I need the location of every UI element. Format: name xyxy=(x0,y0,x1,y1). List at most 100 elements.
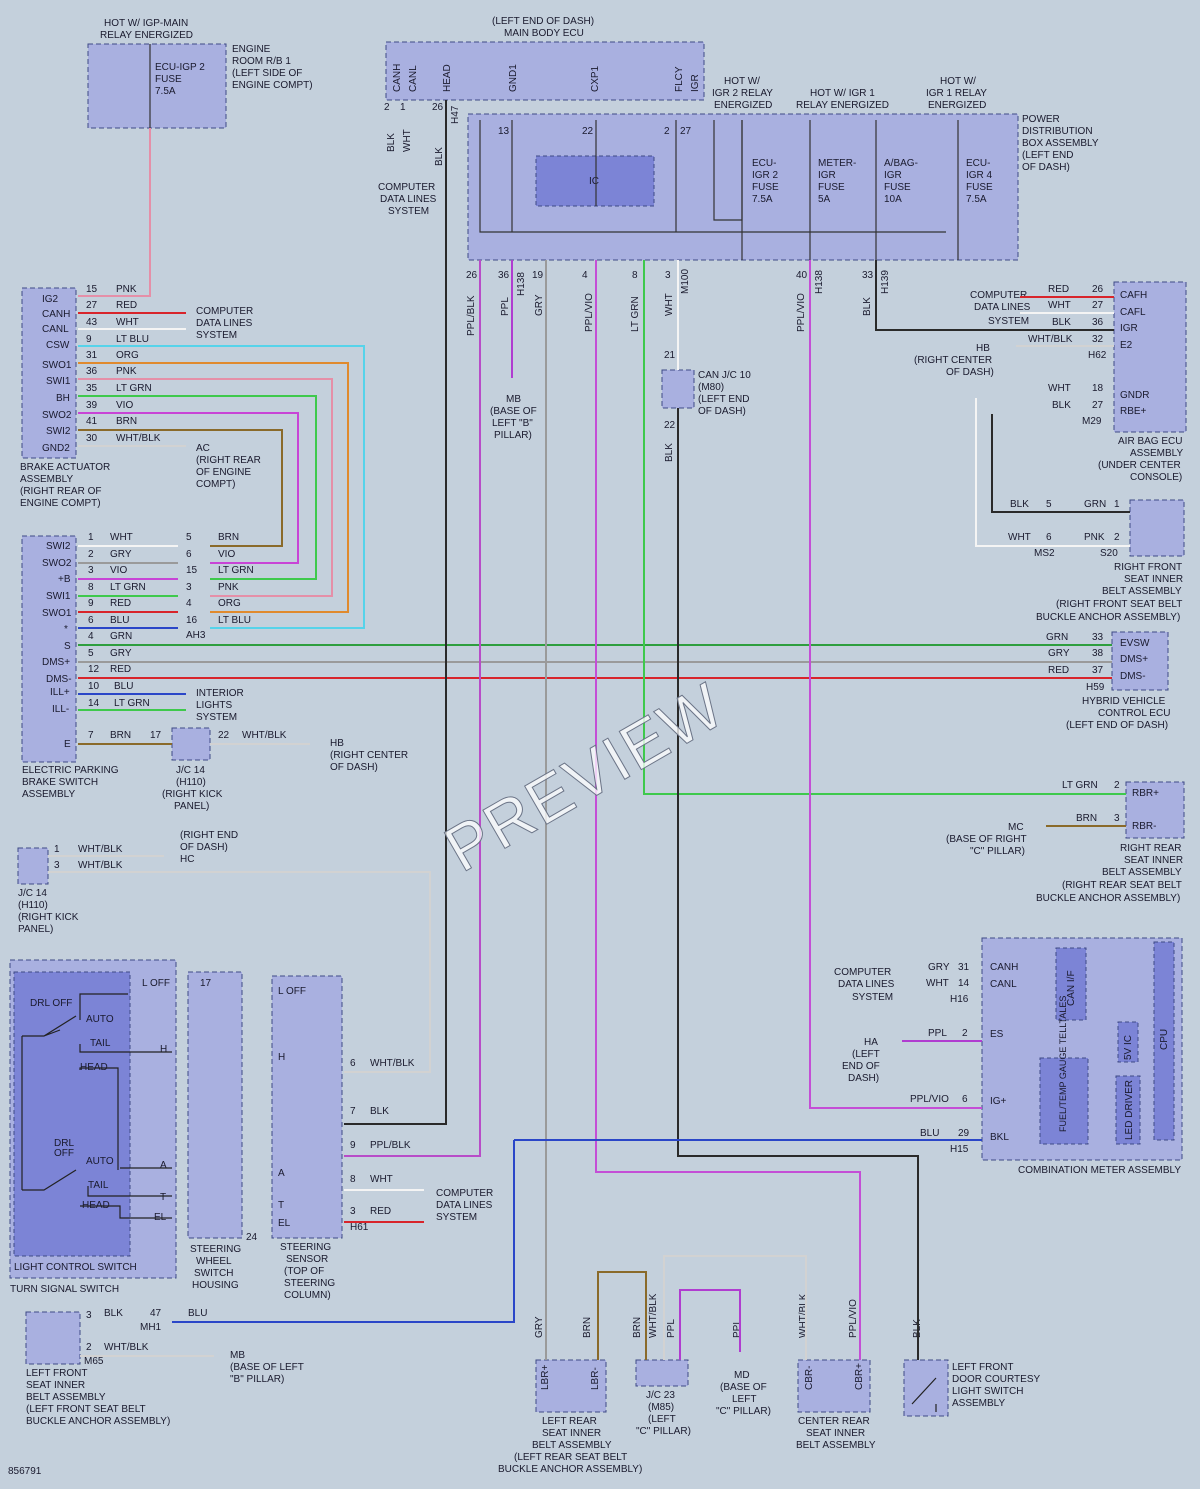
epb-switch: SWI2 SWO2 +B SWI1 SWO1 * S DMS+ DMS- ILL… xyxy=(21,535,119,800)
svg-text:WHT: WHT xyxy=(1048,383,1071,394)
svg-text:PANEL): PANEL) xyxy=(18,924,53,935)
svg-text:STEERING: STEERING xyxy=(284,1278,335,1289)
svg-text:DRL OFF: DRL OFF xyxy=(30,998,72,1009)
wire xyxy=(663,1255,807,1360)
svg-text:HEAD: HEAD xyxy=(442,64,453,92)
svg-text:PPL: PPL xyxy=(732,1319,743,1338)
svg-text:CENTER REAR: CENTER REAR xyxy=(798,1416,870,1427)
svg-text:H16: H16 xyxy=(950,994,969,1005)
svg-text:4: 4 xyxy=(88,631,94,642)
svg-text:(BASE OF: (BASE OF xyxy=(720,1382,767,1393)
svg-text:OF ENGINE: OF ENGINE xyxy=(196,467,251,478)
svg-text:OF DASH): OF DASH) xyxy=(180,842,228,853)
svg-text:(LEFT END: (LEFT END xyxy=(1022,150,1074,161)
svg-text:PNK: PNK xyxy=(1084,532,1105,543)
svg-text:CXP1: CXP1 xyxy=(590,65,601,92)
svg-text:1: 1 xyxy=(88,532,94,543)
wire xyxy=(344,260,481,1157)
svg-text:BKL: BKL xyxy=(990,1132,1009,1143)
svg-text:BLK: BLK xyxy=(862,297,873,316)
svg-text:IGR 2: IGR 2 xyxy=(752,170,779,181)
svg-text:8: 8 xyxy=(632,270,638,281)
svg-text:5: 5 xyxy=(88,648,94,659)
svg-text:DMS-: DMS- xyxy=(1120,671,1146,682)
svg-text:WHEEL: WHEEL xyxy=(196,1256,232,1267)
svg-text:BRN: BRN xyxy=(110,730,131,741)
svg-text:WHT/BLK: WHT/BLK xyxy=(242,730,287,741)
svg-text:18: 18 xyxy=(1092,383,1104,394)
svg-text:LEFT "B": LEFT "B" xyxy=(492,418,533,429)
svg-text:CSW: CSW xyxy=(46,340,70,351)
hot-labels: HOT W/ IGR 2 RELAY ENERGIZED HOT W/ IGR … xyxy=(712,76,987,111)
can-jc10: CAN J/C 10 (M80) (LEFT END OF DASH) 21 2… xyxy=(661,350,751,462)
svg-text:(RIGHT REAR: (RIGHT REAR xyxy=(196,455,261,466)
wire xyxy=(875,260,1114,331)
svg-text:36: 36 xyxy=(86,366,98,377)
svg-text:22: 22 xyxy=(582,126,594,137)
wire xyxy=(975,398,1130,547)
svg-text:ENERGIZED: ENERGIZED xyxy=(928,100,986,111)
svg-text:DATA LINES: DATA LINES xyxy=(974,302,1031,313)
svg-text:36: 36 xyxy=(498,270,510,281)
wire xyxy=(643,260,1126,795)
svg-text:27: 27 xyxy=(86,300,98,311)
svg-text:WHT: WHT xyxy=(1048,300,1071,311)
svg-text:STEERING: STEERING xyxy=(190,1244,241,1255)
svg-text:47: 47 xyxy=(150,1308,162,1319)
svg-text:OF DASH): OF DASH) xyxy=(946,367,994,378)
hb-ground-label: HB (RIGHT CENTER OF DASH) xyxy=(330,738,408,773)
svg-text:E: E xyxy=(64,739,71,750)
svg-text:STEERING: STEERING xyxy=(280,1242,331,1253)
svg-text:CAFH: CAFH xyxy=(1120,290,1147,301)
svg-text:LEFT FRONT: LEFT FRONT xyxy=(952,1362,1013,1373)
svg-text:14: 14 xyxy=(958,978,970,989)
svg-text:DISTRIBUTION: DISTRIBUTION xyxy=(1022,126,1093,137)
svg-text:HOT W/ IGR 1: HOT W/ IGR 1 xyxy=(810,88,875,99)
svg-text:FUSE: FUSE xyxy=(966,182,993,193)
svg-text:35: 35 xyxy=(86,383,98,394)
svg-text:ORG: ORG xyxy=(218,598,241,609)
svg-text:AUTO: AUTO xyxy=(86,1156,114,1167)
svg-text:A/BAG-: A/BAG- xyxy=(884,158,918,169)
svg-text:ILL-: ILL- xyxy=(52,704,69,715)
svg-text:5A: 5A xyxy=(818,194,831,205)
svg-text:WHT: WHT xyxy=(116,317,139,328)
svg-text:26: 26 xyxy=(466,270,478,281)
svg-text:BLK: BLK xyxy=(1010,499,1029,510)
svg-text:PPL/VIO: PPL/VIO xyxy=(848,1299,859,1338)
wire-layer xyxy=(48,100,1130,1360)
svg-text:32: 32 xyxy=(1092,334,1104,345)
svg-text:6: 6 xyxy=(88,615,94,626)
svg-text:WHT: WHT xyxy=(1008,532,1031,543)
mb-ground-label: MB (BASE OF LEFT "B" PILLAR) xyxy=(490,394,537,441)
svg-text:LT GRN: LT GRN xyxy=(1062,780,1098,791)
svg-text:SEAT INNER: SEAT INNER xyxy=(26,1380,85,1391)
svg-text:19: 19 xyxy=(532,270,544,281)
svg-text:BLU: BLU xyxy=(114,681,133,692)
svg-text:(BASE OF RIGHT: (BASE OF RIGHT xyxy=(946,834,1027,845)
svg-text:A: A xyxy=(160,1160,167,1171)
svg-text:PPL/VIO: PPL/VIO xyxy=(584,293,595,332)
svg-text:COMPUTER: COMPUTER xyxy=(378,182,435,193)
svg-text:BUCKLE ANCHOR ASSEMBLY): BUCKLE ANCHOR ASSEMBLY) xyxy=(498,1464,642,1475)
svg-text:SYSTEM: SYSTEM xyxy=(436,1212,477,1223)
svg-text:WHT/BLK: WHT/BLK xyxy=(78,860,123,871)
svg-text:43: 43 xyxy=(86,317,98,328)
svg-text:4: 4 xyxy=(582,270,588,281)
svg-text:BRAKE ACTUATOR: BRAKE ACTUATOR xyxy=(20,462,110,473)
wire xyxy=(809,260,982,1109)
svg-text:HA: HA xyxy=(864,1037,878,1048)
svg-text:24: 24 xyxy=(246,1232,258,1243)
svg-text:BH: BH xyxy=(56,393,70,404)
svg-text:TAIL: TAIL xyxy=(88,1180,109,1191)
svg-text:BRN: BRN xyxy=(218,532,239,543)
svg-text:7: 7 xyxy=(350,1106,356,1117)
svg-text:LED DRIVER: LED DRIVER xyxy=(1124,1080,1135,1140)
svg-text:INTERIOR: INTERIOR xyxy=(196,688,244,699)
svg-text:IGR: IGR xyxy=(884,170,902,181)
svg-text:RED: RED xyxy=(370,1206,391,1217)
svg-text:RBR-: RBR- xyxy=(1132,821,1156,832)
wire xyxy=(78,345,365,629)
